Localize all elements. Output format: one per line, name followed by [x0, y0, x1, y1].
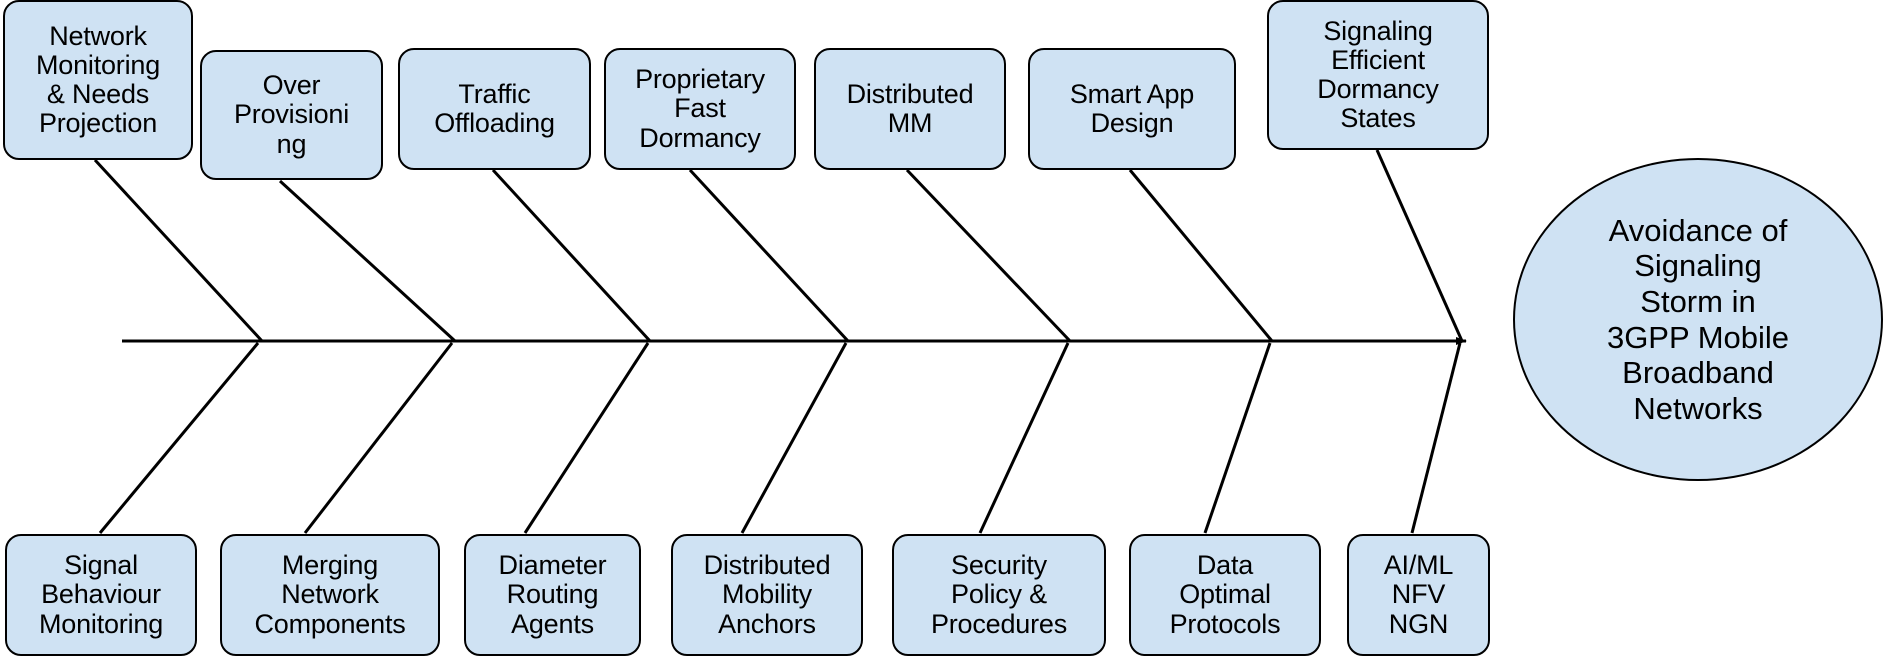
cause-box-bottom-1[interactable]: Signal Behaviour Monitoring [5, 534, 197, 656]
bone-bottom-3 [523, 342, 650, 534]
cause-box-bottom-3[interactable]: Diameter Routing Agents [464, 534, 641, 656]
bone-bottom-2 [303, 342, 454, 534]
cause-box-bottom-6[interactable]: Data Optimal Protocols [1129, 534, 1321, 656]
cause-box-top-1[interactable]: Network Monitoring & Needs Projection [3, 0, 193, 160]
bone-bottom-7 [1410, 342, 1462, 534]
cause-box-bottom-5[interactable]: Security Policy & Procedures [892, 534, 1106, 656]
bone-bottom-6 [1203, 342, 1272, 534]
bone-bottom-1 [98, 342, 260, 534]
cause-box-top-4[interactable]: Proprietary Fast Dormancy [604, 48, 796, 170]
cause-box-bottom-7[interactable]: AI/ML NFV NGN [1347, 534, 1490, 656]
cause-box-top-7[interactable]: Signaling Efficient Dormancy States [1267, 0, 1489, 150]
bone-top-5 [905, 168, 1072, 343]
bone-top-3 [491, 168, 652, 343]
cause-box-top-5[interactable]: Distributed MM [814, 48, 1006, 170]
bone-bottom-5 [978, 342, 1070, 534]
bone-top-6 [1128, 169, 1274, 342]
cause-box-top-2[interactable]: Over Provisioni ng [200, 50, 383, 180]
bone-top-2 [278, 179, 457, 343]
cause-box-bottom-4[interactable]: Distributed Mobility Anchors [671, 534, 863, 656]
effect-ellipse[interactable]: Avoidance of Signaling Storm in 3GPP Mob… [1513, 158, 1883, 481]
bone-bottom-4 [740, 342, 848, 534]
bone-top-4 [688, 168, 850, 343]
bone-top-7 [1375, 149, 1464, 342]
cause-box-top-6[interactable]: Smart App Design [1028, 48, 1236, 170]
bone-top-1 [93, 158, 264, 343]
cause-box-top-3[interactable]: Traffic Offloading [398, 48, 591, 170]
cause-box-bottom-2[interactable]: Merging Network Components [220, 534, 440, 656]
